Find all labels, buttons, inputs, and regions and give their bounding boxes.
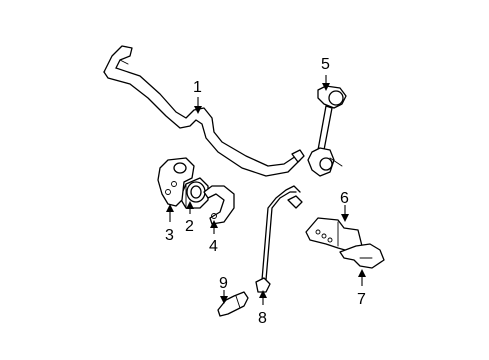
bracket [157,157,195,207]
callout-9: 9 [219,275,228,292]
sensor-linkage-rod [255,185,303,293]
callout-6: 6 [340,190,349,207]
clamp [203,185,235,225]
stabilizer-bar [103,45,305,177]
bushing [179,177,209,209]
mounting-bracket [217,291,249,317]
callout-2: 2 [185,218,194,235]
callout-3: 3 [165,227,174,244]
sensor-bracket [339,243,385,269]
callout-8: 8 [258,310,267,327]
callout-7: 7 [357,291,366,308]
callout-5: 5 [321,56,330,73]
callout-4: 4 [209,238,218,255]
stabilizer-link [307,85,347,177]
callout-1: 1 [193,79,202,96]
